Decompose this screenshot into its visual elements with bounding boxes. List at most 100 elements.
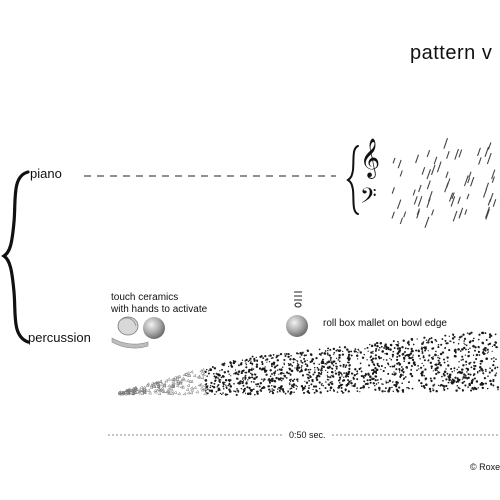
texture-dot	[223, 362, 226, 365]
texture-dot	[464, 343, 466, 346]
texture-dot	[317, 369, 320, 371]
texture-dot	[269, 354, 272, 356]
texture-dot	[254, 393, 256, 396]
texture-triangle	[127, 390, 132, 394]
texture-dot	[496, 386, 500, 389]
texture-dot	[283, 374, 286, 377]
texture-dot	[410, 369, 412, 371]
texture-dot	[326, 390, 329, 393]
note-stroke	[418, 184, 422, 193]
texture-dot	[408, 381, 410, 384]
texture-triangle	[133, 386, 138, 390]
texture-dot	[492, 380, 495, 383]
texture-dot	[297, 380, 299, 383]
texture-dot	[301, 385, 303, 387]
texture-triangle	[200, 375, 205, 380]
texture-dot	[459, 387, 461, 390]
texture-dot	[284, 353, 286, 355]
texture-dot	[342, 379, 345, 382]
texture-dot	[492, 364, 495, 367]
texture-dot	[245, 371, 248, 374]
texture-dot	[439, 364, 442, 367]
texture-dot	[273, 379, 276, 383]
texture-dot	[473, 361, 476, 364]
texture-dot	[390, 358, 393, 361]
texture-dot	[342, 365, 345, 368]
texture-dot	[271, 388, 273, 390]
part-label-percussion: percussion	[28, 330, 91, 345]
texture-dot	[478, 354, 481, 356]
texture-triangle	[153, 388, 157, 393]
texture-dot	[214, 376, 217, 379]
texture-dot	[347, 353, 351, 357]
texture-dot	[353, 374, 356, 377]
texture-dot	[384, 390, 386, 393]
texture-dot	[219, 381, 221, 384]
texture-dot	[433, 383, 436, 385]
texture-dot	[491, 345, 494, 348]
texture-dot	[402, 390, 405, 393]
texture-dot	[484, 349, 487, 352]
texture-dot	[490, 369, 494, 372]
texture-dot	[296, 365, 299, 367]
texture-dot	[204, 370, 207, 374]
texture-dot	[341, 390, 344, 393]
texture-triangle	[145, 383, 150, 387]
texture-dot	[495, 358, 497, 361]
texture-dot	[407, 348, 410, 350]
texture-dot	[376, 344, 379, 348]
texture-dot	[337, 359, 340, 361]
texture-dot	[205, 368, 208, 371]
texture-dot	[435, 389, 438, 393]
texture-dot	[342, 350, 344, 353]
texture-dot	[353, 350, 357, 353]
texture-triangle	[146, 388, 151, 392]
texture-dot	[322, 384, 324, 387]
texture-dot	[479, 360, 482, 362]
texture-dot	[394, 372, 397, 375]
texture-dot	[314, 385, 318, 388]
texture-dot	[213, 372, 215, 375]
texture-dot	[372, 352, 374, 354]
texture-dot	[380, 357, 383, 359]
texture-dot	[315, 356, 318, 360]
texture-dot	[420, 347, 424, 350]
texture-dot	[359, 391, 361, 393]
texture-dot	[251, 367, 253, 370]
texture-triangle	[182, 372, 187, 377]
texture-dot	[334, 370, 336, 372]
texture-dot	[252, 388, 255, 391]
texture-dot	[320, 384, 323, 386]
texture-dot	[245, 363, 248, 366]
texture-dot	[335, 349, 338, 352]
texture-dot	[296, 360, 298, 362]
texture-dot	[249, 362, 252, 365]
texture-dot	[237, 364, 240, 367]
texture-triangle	[178, 381, 183, 385]
texture-dot	[268, 391, 271, 393]
texture-dot	[240, 372, 243, 375]
texture-dot	[374, 357, 377, 360]
texture-dot	[312, 373, 315, 376]
texture-dot	[319, 387, 321, 390]
texture-dot	[468, 382, 471, 385]
texture-dot	[308, 379, 311, 382]
texture-dot	[299, 356, 301, 358]
texture-dot	[368, 364, 371, 367]
texture-dot	[213, 367, 217, 370]
texture-dot	[446, 387, 449, 390]
texture-dot	[232, 362, 235, 364]
texture-dot	[350, 381, 353, 385]
texture-triangle	[140, 391, 144, 396]
texture-dot	[296, 385, 298, 388]
texture-triangle	[166, 377, 171, 381]
texture-dot	[431, 342, 434, 344]
texture-dot	[325, 363, 328, 365]
texture-dot	[437, 355, 439, 357]
texture-dot	[398, 347, 402, 350]
texture-dot	[300, 359, 302, 362]
texture-dot	[350, 372, 354, 375]
texture-dot	[336, 349, 338, 351]
texture-dot	[207, 372, 210, 375]
texture-dot	[215, 390, 218, 393]
